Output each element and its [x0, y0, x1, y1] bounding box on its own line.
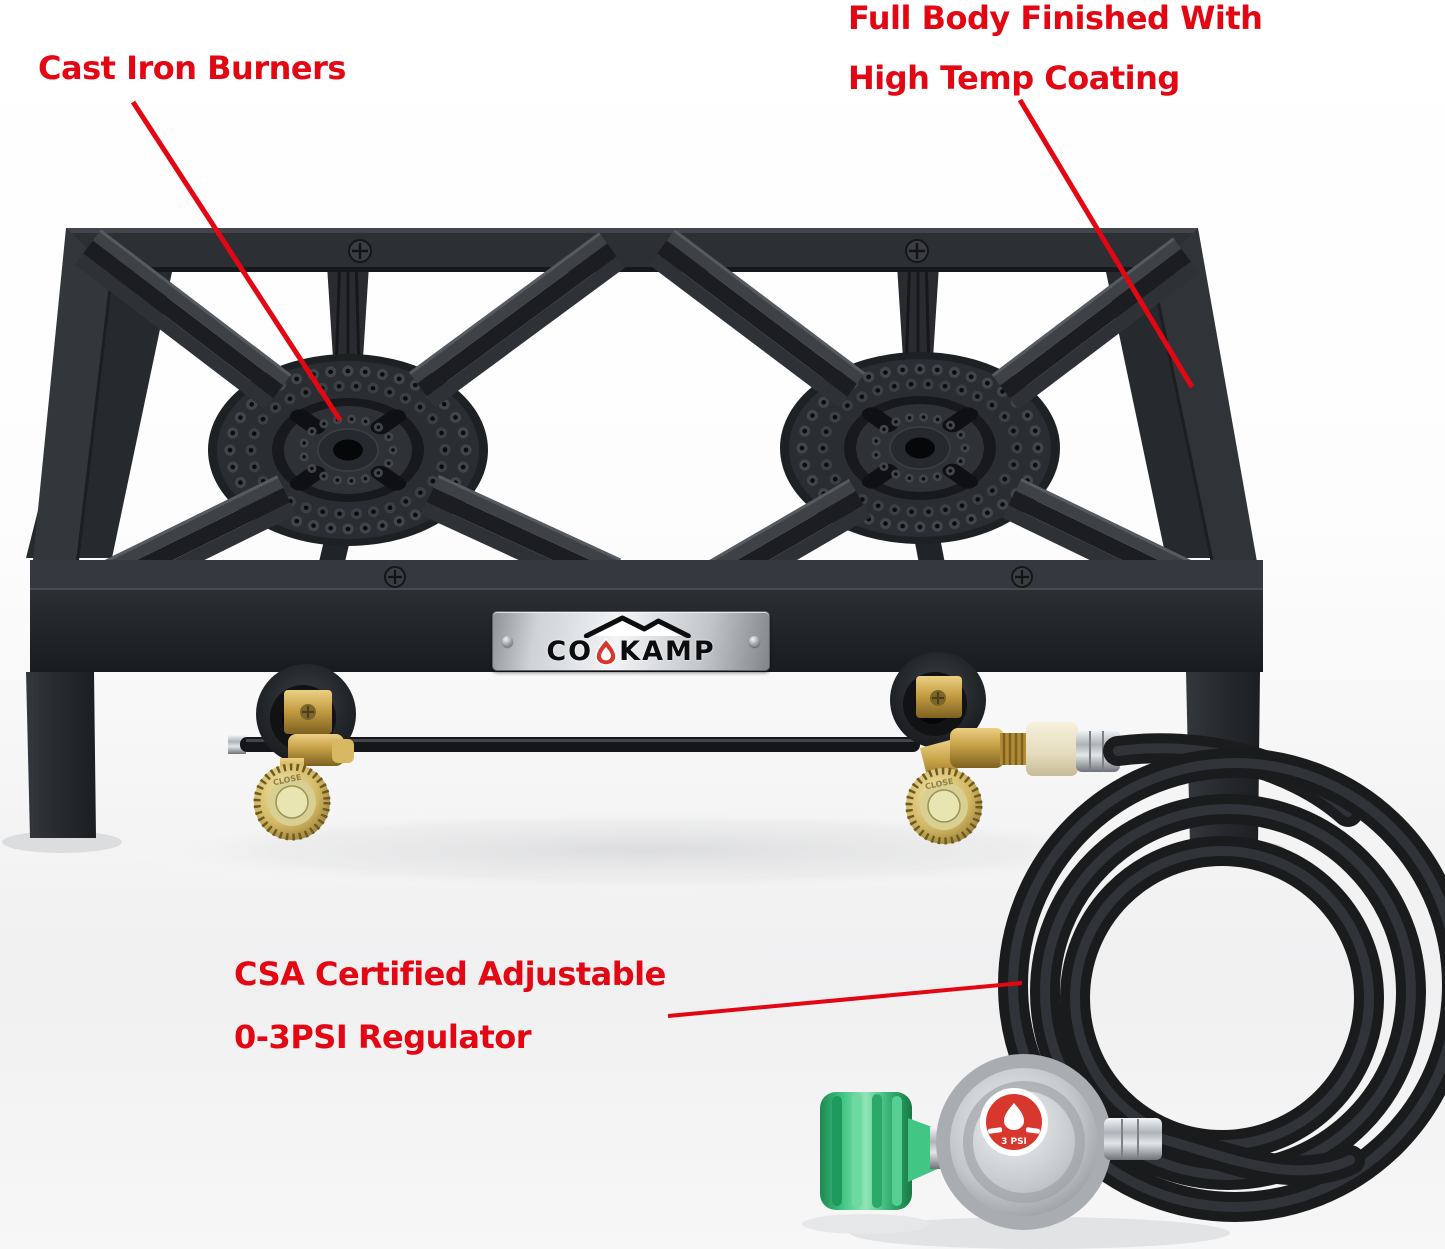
pot-support — [408, 232, 626, 408]
pot-supports — [74, 229, 1200, 604]
regulator-body: 3 PSI — [936, 1054, 1112, 1230]
right-rail — [1152, 228, 1262, 590]
badge-text: CO KAMP — [493, 636, 769, 667]
label-coating-line2: High Temp Coating — [848, 59, 1180, 97]
leader-line-regulator — [667, 981, 1023, 1018]
badge-text-left: CO — [546, 636, 594, 667]
gas-manifold — [228, 735, 920, 754]
pot-support — [648, 229, 866, 408]
brand-badge: CO KAMP — [492, 611, 770, 671]
label-regulator-line2: 0-3PSI Regulator — [234, 1018, 532, 1056]
stove-frame — [26, 228, 1262, 591]
front-left-leg — [26, 672, 96, 838]
valve-knob-right: CLOSE — [905, 767, 983, 845]
leader-lines — [130, 98, 1195, 1018]
mountain-icon — [583, 615, 691, 638]
control-valve-left: CLOSE — [253, 664, 356, 841]
screw-icon — [930, 690, 946, 706]
regulator-emblem-label: 3 PSI — [1001, 1137, 1027, 1147]
screw-icon — [1011, 566, 1033, 588]
screw-icon — [749, 636, 760, 647]
screw-icon — [348, 239, 372, 263]
label-cast-iron-burners: Cast Iron Burners — [38, 49, 346, 87]
regulator: 3 PSI — [820, 1054, 1162, 1230]
label-coating-line1: Full Body Finished With — [848, 0, 1263, 37]
regulator-outlet — [1104, 1118, 1162, 1160]
badge-text-right: KAMP — [619, 636, 716, 667]
screw-icon — [384, 566, 406, 588]
regulator-green-knob — [820, 1092, 940, 1210]
hose-nut — [1026, 722, 1078, 776]
label-regulator-line1: CSA Certified Adjustable — [234, 955, 666, 993]
back-rail — [66, 228, 1198, 272]
flame-icon — [595, 637, 617, 666]
valve-knob-left: CLOSE — [253, 763, 331, 841]
screw-icon — [300, 704, 316, 720]
pot-support — [74, 229, 292, 410]
left-rail — [30, 228, 112, 590]
burner-neck-left — [326, 250, 370, 374]
screw-icon — [905, 239, 929, 263]
leader-line-burners — [130, 100, 343, 422]
leader-line-coating — [1017, 98, 1195, 389]
pot-support — [991, 237, 1200, 410]
screw-icon — [502, 636, 513, 647]
control-valve-right: CLOSE — [890, 652, 1120, 845]
